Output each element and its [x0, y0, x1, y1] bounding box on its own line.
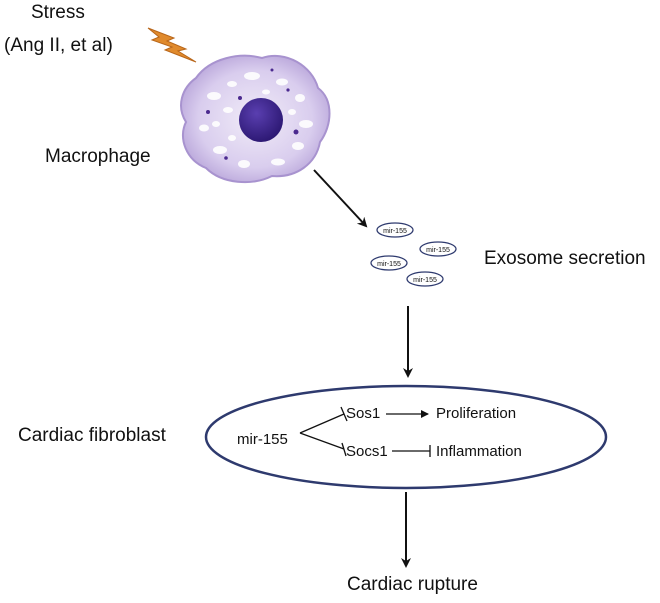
cardiac-rupture-label: Cardiac rupture: [347, 574, 478, 595]
mirna-label: mir-155: [237, 431, 288, 448]
cardiac-fibroblast-label: Cardiac fibroblast: [18, 425, 166, 446]
macrophage-label: Macrophage: [45, 146, 151, 167]
inhibit-line-sos1: [299, 413, 345, 434]
lightning-icon: [147, 27, 197, 63]
stress-label: Stress: [31, 2, 85, 23]
inhibit-line-socs1: [299, 432, 345, 450]
arrow-to-exosomes: [313, 169, 368, 228]
sos1-label: Sos1: [346, 405, 381, 422]
exosome-vesicle: [419, 241, 457, 257]
stress-detail-label: (Ang II, et al): [4, 35, 113, 56]
proliferation-label: Proliferation: [436, 405, 517, 422]
inhibit-bar-socs1: [341, 442, 347, 457]
exosome-label: mir-155: [383, 228, 407, 235]
exosome-vesicle: [406, 271, 444, 287]
exosome-cluster: mir-155 mir-155 mir-155 mir-155: [370, 222, 457, 287]
exosome-label: mir-155: [426, 247, 450, 254]
exosome-vesicle: [370, 255, 408, 271]
exosome-label: mir-155: [413, 277, 437, 284]
inhibit-bar-sos1: [340, 406, 348, 422]
inflammation-label: Inflammation: [436, 443, 522, 460]
exosome-secretion-label: Exosome secretion: [484, 248, 646, 269]
macrophage-icon: [180, 54, 331, 184]
socs1-label: Socs1: [346, 443, 388, 460]
exosome-vesicle: [376, 222, 414, 238]
fibroblast-cell: [204, 384, 608, 490]
exosome-label: mir-155: [377, 261, 401, 268]
